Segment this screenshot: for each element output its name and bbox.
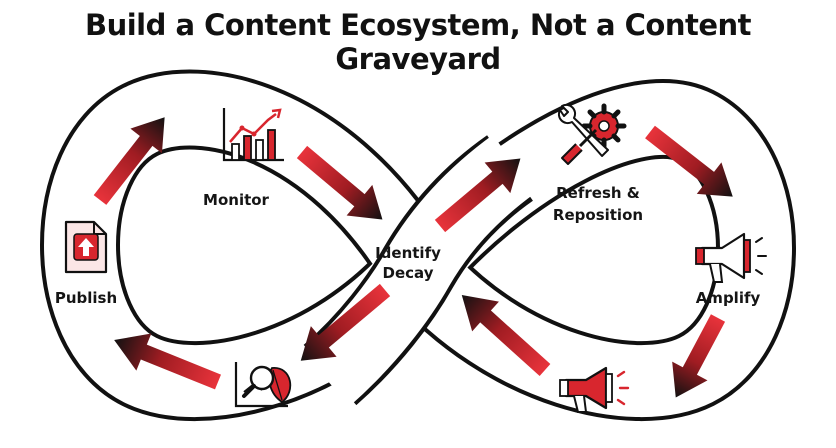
arrow-amplify-down: [672, 314, 726, 398]
flow-arrows: [93, 117, 733, 398]
arrow-bottom-left-to-publish: [114, 333, 221, 390]
stage-label-amplify: Amplify: [696, 289, 761, 307]
stage-label-reposition: Reposition: [553, 206, 643, 224]
arrow-refresh-to-amplify: [645, 125, 733, 197]
tools-gear-icon: [558, 103, 627, 165]
megaphone-icon: [695, 232, 767, 283]
stage-label-decay: Decay: [383, 264, 434, 282]
red-megaphone-icon: [559, 366, 630, 413]
page-title: Build a Content Ecosystem, Not a Content…: [84, 8, 752, 76]
arrow-publish-to-monitor: [93, 117, 165, 205]
stage-label-monitor: Monitor: [203, 191, 270, 209]
stage-label-identify: Identify: [375, 244, 441, 262]
arrow-decay-to-refresh: [434, 158, 521, 233]
decay-search-icon: [234, 362, 292, 408]
arrow-monitor-to-decay: [296, 145, 383, 220]
arrow-bottom-right-to-center: [461, 295, 551, 376]
stage-label-publish: Publish: [55, 289, 117, 307]
stage-label-refresh: Refresh &: [556, 184, 640, 202]
upload-document-icon: [64, 220, 108, 274]
arrow-center-to-bottom-left: [300, 283, 391, 361]
rising-chart-icon: [222, 108, 284, 162]
